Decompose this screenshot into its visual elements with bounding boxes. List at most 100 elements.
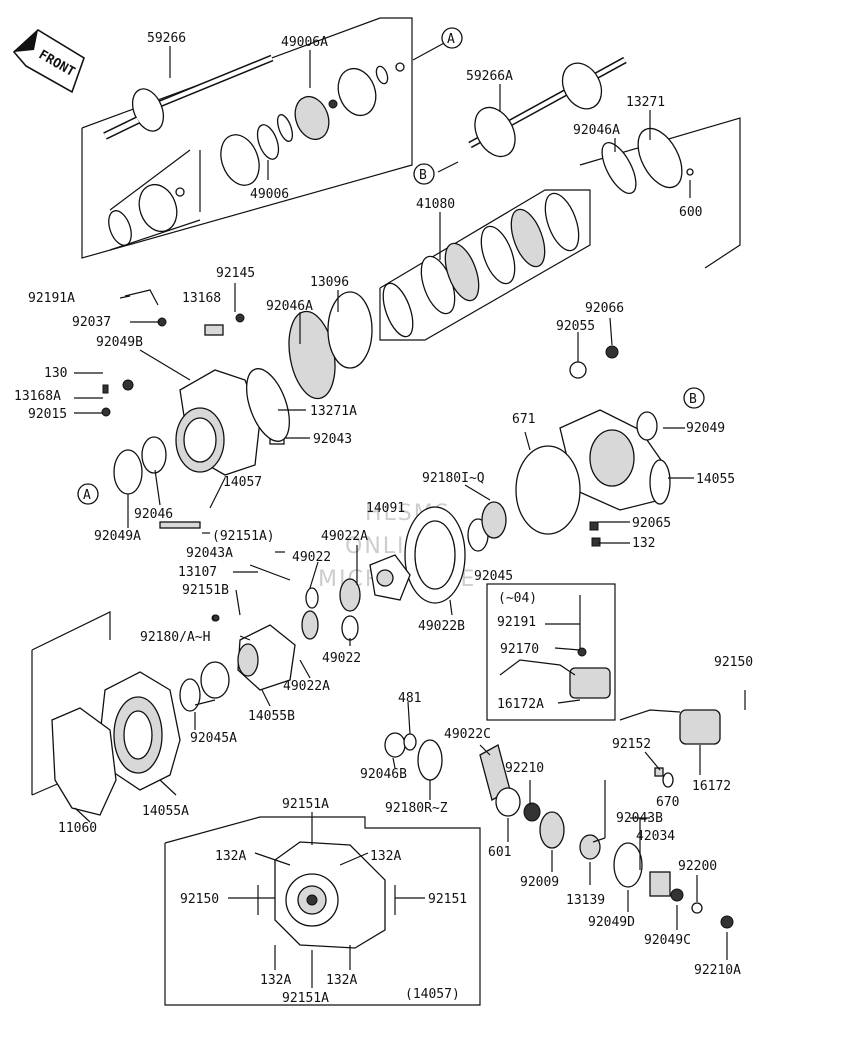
- callouts: A B B A: [77, 27, 705, 505]
- callout-a-top: A: [447, 32, 455, 47]
- part-label: 92046A: [573, 123, 620, 138]
- year-range-note: (~04): [498, 591, 537, 606]
- callout-b-circle-top: [413, 163, 435, 185]
- part-label: 92180/A~H: [140, 630, 210, 645]
- part-label: 92055: [556, 319, 595, 334]
- part-label: 670: [656, 795, 679, 810]
- part-label: 92046A: [266, 299, 313, 314]
- part-label: 600: [679, 205, 702, 220]
- part-label: (92151A): [212, 529, 275, 544]
- part-label: 92065: [632, 516, 671, 531]
- part-label: 14057: [223, 475, 262, 490]
- part-label: 601: [488, 845, 511, 860]
- differential-gears: [301, 554, 411, 641]
- part-label: 49022: [322, 651, 361, 666]
- part-label: 13096: [310, 275, 349, 290]
- part-label: 13107: [178, 565, 217, 580]
- part-label: 92009: [520, 875, 559, 890]
- part-label: 13139: [566, 893, 605, 908]
- part-label: 92150: [714, 655, 753, 670]
- callout-b-top: B: [419, 168, 427, 183]
- part-label: 92049C: [644, 933, 691, 948]
- lower-housing-detail: [274, 841, 386, 949]
- housing-14057: [113, 291, 373, 495]
- part-label: 49022B: [418, 619, 465, 634]
- part-label: 132A: [215, 849, 246, 864]
- part-label: 132A: [370, 849, 401, 864]
- part-label: 59266A: [466, 69, 513, 84]
- part-label: 92151A: [282, 991, 329, 1006]
- callout-a-left: A: [83, 488, 91, 503]
- housing-ref-note: (14057): [405, 987, 460, 1002]
- part-label: 92046: [134, 507, 173, 522]
- part-label: 92045A: [190, 731, 237, 746]
- leader-lines: [74, 41, 728, 988]
- clutch-plates: [382, 192, 580, 338]
- part-labels: 59266 49006A 49006 59266A 13271 92046A 6…: [14, 31, 753, 1006]
- cover-14055a: [51, 671, 181, 816]
- drive-shaft-right: [468, 56, 694, 195]
- part-label: 92043: [313, 432, 352, 447]
- part-label: 92045: [474, 569, 513, 584]
- part-label: 481: [398, 691, 421, 706]
- ring-gear: [404, 501, 507, 604]
- part-label: 92049D: [588, 915, 635, 930]
- part-label: 49022: [292, 550, 331, 565]
- part-label: 92066: [585, 301, 624, 316]
- part-label: 92210: [505, 761, 544, 776]
- part-label: 14091: [366, 501, 405, 516]
- drive-shaft-left: [103, 54, 274, 140]
- part-label: 41080: [416, 197, 455, 212]
- part-label: 16172A: [497, 697, 544, 712]
- part-label: 49022C: [444, 727, 491, 742]
- front-arrow-icon: FRONT: [12, 29, 85, 94]
- part-label: 13271: [626, 95, 665, 110]
- housing-14055: [515, 345, 671, 535]
- actuators: [499, 595, 746, 745]
- part-label: 92170: [500, 642, 539, 657]
- pinion-assembly: [384, 732, 565, 849]
- part-label: 92049: [686, 421, 725, 436]
- part-label: 92049B: [96, 335, 143, 350]
- part-label: 92180R~Z: [385, 801, 448, 816]
- part-label: 92043A: [186, 546, 233, 561]
- part-label: 92151A: [282, 797, 329, 812]
- part-label: 92191A: [28, 291, 75, 306]
- part-label: 11060: [58, 821, 97, 836]
- part-label: 130: [44, 366, 67, 381]
- part-label: 49006: [250, 187, 289, 202]
- part-label: 92043B: [616, 811, 663, 826]
- part-label: 42034: [636, 829, 675, 844]
- parts-illustrations: [51, 54, 746, 949]
- part-label: 92210A: [694, 963, 741, 978]
- part-label: 49022A: [283, 679, 330, 694]
- part-label: 49022A: [321, 529, 368, 544]
- part-label: 92145: [216, 266, 255, 281]
- carrier-14055b: [179, 614, 296, 712]
- part-label: 92200: [678, 859, 717, 874]
- part-label: 92049A: [94, 529, 141, 544]
- part-label: 14055A: [142, 804, 189, 819]
- part-label: 13271A: [310, 404, 357, 419]
- part-label: 132: [632, 536, 655, 551]
- part-label: 92151: [428, 892, 467, 907]
- part-label: 132A: [260, 973, 291, 988]
- part-label: 92191: [497, 615, 536, 630]
- part-label: 13168A: [14, 389, 61, 404]
- part-label: 49006A: [281, 35, 328, 50]
- part-label: 59266: [147, 31, 186, 46]
- part-label: 92015: [28, 407, 67, 422]
- part-label: 92180I~Q: [422, 471, 485, 486]
- part-label: 671: [512, 412, 535, 427]
- callout-a-circle-top: [441, 27, 463, 49]
- part-label: 132A: [326, 973, 357, 988]
- part-label: 16172: [692, 779, 731, 794]
- part-label: 92150: [180, 892, 219, 907]
- callout-b-circle-right: [683, 387, 705, 409]
- part-label: 13168: [182, 291, 221, 306]
- callout-b-right: B: [689, 392, 697, 407]
- cv-boot-parts: [108, 62, 405, 246]
- part-label: 92151B: [182, 583, 229, 598]
